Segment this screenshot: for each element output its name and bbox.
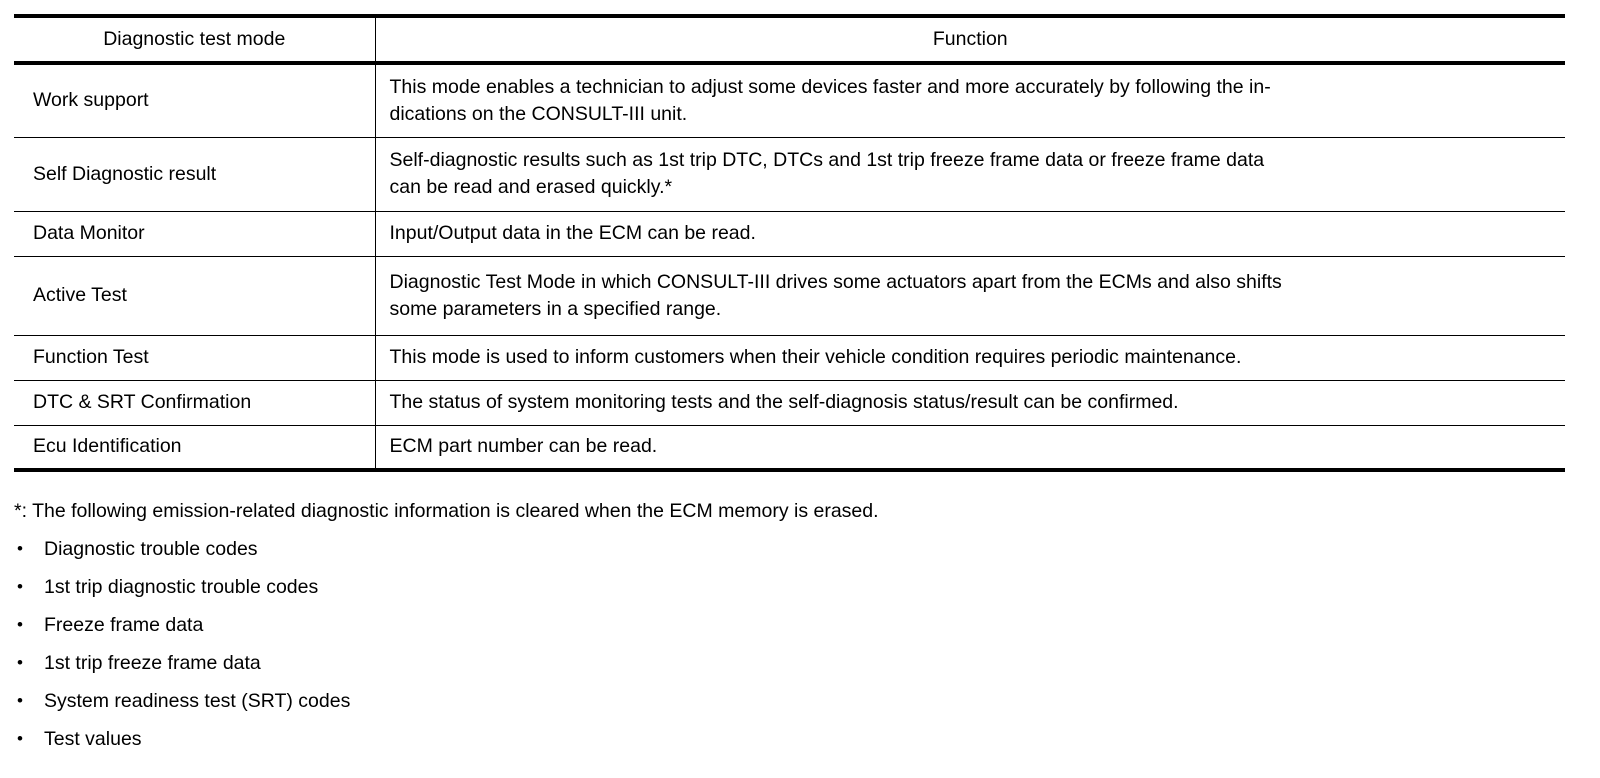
list-item: • Diagnostic trouble codes [14,530,1574,568]
cell-function-data-monitor: Input/Output data in the ECM can be read… [375,211,1565,257]
list-item-label: 1st trip freeze frame data [44,652,261,674]
footnote-text: *: The following emission-related diagno… [14,500,879,522]
cell-mode-function-test: Function Test [14,335,376,381]
function-line: Diagnostic Test Mode in which CONSULT-II… [389,270,1282,293]
table-row: Ecu Identification ECM part number can b… [14,425,1565,472]
list-item: • 1st trip freeze frame data [14,644,1574,682]
cell-function-dtc-srt-confirmation: The status of system monitoring tests an… [375,380,1565,426]
cell-mode-dtc-srt-confirmation: DTC & SRT Confirmation [14,380,376,426]
bullet-icon: • [17,577,23,596]
list-item-label: 1st trip diagnostic trouble codes [44,576,319,598]
list-item: • Test values [14,720,1574,758]
list-item-label: Test values [44,728,142,750]
diagnostic-test-mode-table: Diagnostic test mode Function Work suppo… [14,14,1565,472]
cell-mode-ecu-identification: Ecu Identification [14,425,376,472]
table-row: DTC & SRT Confirmation The status of sys… [14,380,1565,426]
function-line: can be read and erased quickly.* [389,176,673,198]
table-row: Work support This mode enables a technic… [14,63,1565,138]
cell-function-function-test: This mode is used to inform customers wh… [375,335,1565,381]
bullet-icon: • [17,615,23,634]
bullet-icon: • [17,653,23,672]
bullet-icon: • [17,729,23,748]
list-item-label: Diagnostic trouble codes [44,538,258,560]
column-header-diagnostic-test-mode: Diagnostic test mode [14,14,376,65]
function-line: The status of system monitoring tests an… [389,391,1179,413]
cell-function-ecu-identification: ECM part number can be read. [375,425,1565,472]
function-line: Input/Output data in the ECM can be read… [389,222,756,244]
cell-mode-data-monitor: Data Monitor [14,211,376,257]
cell-function-work-support: This mode enables a technician to adjust… [375,63,1565,138]
function-line: Self-diagnostic results such as 1st trip… [389,149,1265,171]
notes-section: *: The following emission-related diagno… [14,492,1574,758]
table-row: Function Test This mode is used to infor… [14,335,1565,381]
list-item: • System readiness test (SRT) codes [14,682,1574,720]
function-line: This mode is used to inform customers wh… [389,346,1242,368]
list-item-label: System readiness test (SRT) codes [44,690,351,712]
cell-function-self-diagnostic-result: Self-diagnostic results such as 1st trip… [375,137,1565,212]
cleared-information-list: • Diagnostic trouble codes • 1st trip di… [14,530,1574,758]
function-line: some parameters in a specified range. [389,297,722,320]
function-line: ECM part number can be read. [389,435,658,458]
bullet-icon: • [17,539,23,558]
table-row: Data Monitor Input/Output data in the EC… [14,211,1565,257]
column-header-function: Function [375,14,1565,65]
table-row: Self Diagnostic result Self-diagnostic r… [14,137,1565,212]
function-line: dications on the CONSULT-III unit. [389,102,688,125]
cell-mode-active-test: Active Test [14,256,376,336]
cell-mode-self-diagnostic-result: Self Diagnostic result [14,137,376,212]
bullet-icon: • [17,691,23,710]
list-item-label: Freeze frame data [44,614,204,636]
cell-mode-work-support: Work support [14,63,376,138]
function-line: This mode enables a technician to adjust… [389,75,1271,98]
cell-function-active-test: Diagnostic Test Mode in which CONSULT-II… [375,256,1565,336]
list-item: • Freeze frame data [14,606,1574,644]
table-row: Active Test Diagnostic Test Mode in whic… [14,256,1565,336]
list-item: • 1st trip diagnostic trouble codes [14,568,1574,606]
table-header-row: Diagnostic test mode Function [14,14,1565,65]
